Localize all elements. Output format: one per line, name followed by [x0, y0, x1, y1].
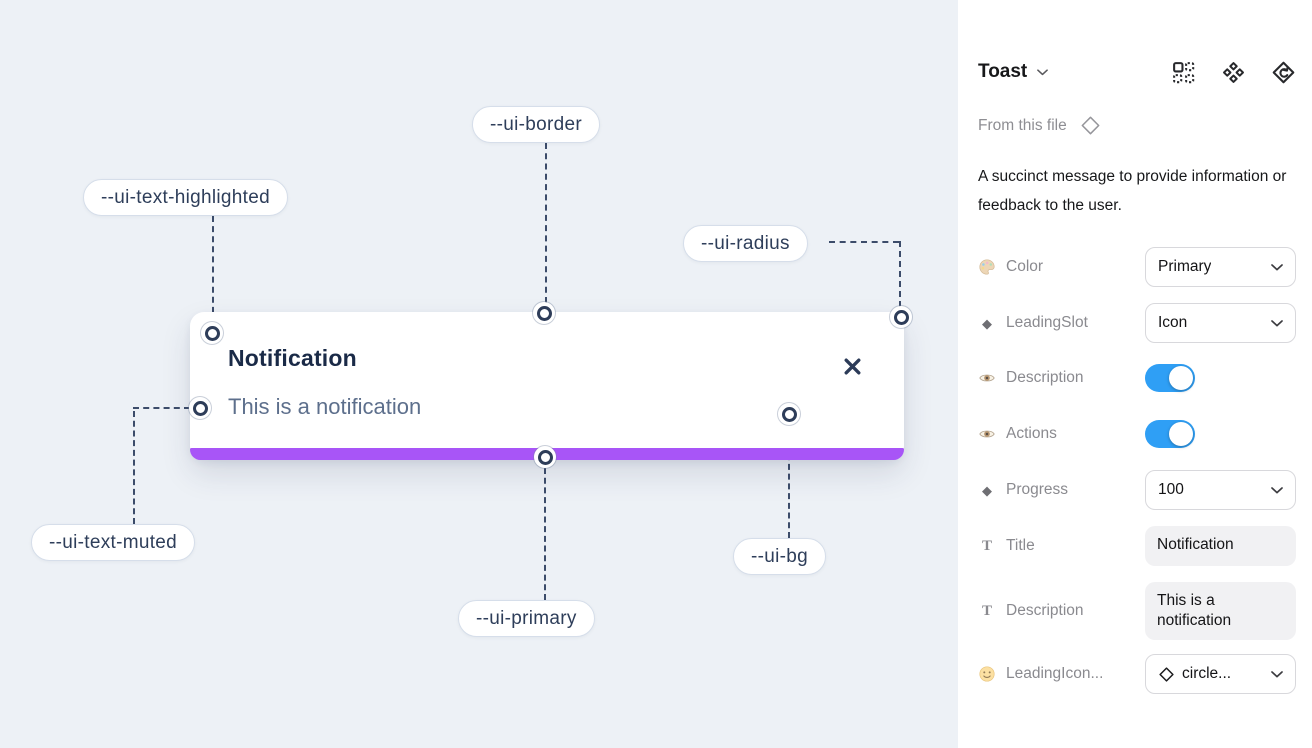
toast-component-preview[interactable]: Notification This is a notification: [190, 312, 904, 460]
property-row-description-toggle: Description: [978, 358, 1296, 398]
progress-select[interactable]: 100: [1145, 470, 1296, 510]
connector-ui-primary: [544, 468, 546, 600]
description-toggle[interactable]: [1145, 364, 1195, 392]
leadingicon-value: circle...: [1182, 665, 1232, 682]
label-ui-radius[interactable]: --ui-radius: [683, 225, 808, 262]
label-ui-primary[interactable]: --ui-primary: [458, 600, 595, 637]
diamond-outline-icon: [1159, 666, 1174, 682]
component-name: Toast: [978, 61, 1028, 82]
leadingslot-select[interactable]: Icon: [1145, 303, 1296, 343]
label-ui-bg[interactable]: --ui-bg: [733, 538, 827, 575]
property-label: Actions: [1006, 425, 1057, 442]
anchor-ui-text-highlighted[interactable]: [201, 322, 223, 344]
text-icon: T: [981, 602, 992, 619]
connector-ui-text-muted: [133, 411, 135, 524]
leadingslot-value: Icon: [1158, 314, 1188, 331]
design-canvas[interactable]: Notification This is a notification --ui…: [0, 0, 958, 748]
property-label: Description: [1006, 369, 1084, 386]
property-row-leadingslot: ◆ LeadingSlot Icon: [978, 303, 1296, 343]
component-selector[interactable]: Toast: [978, 61, 1049, 83]
label-ui-text-highlighted[interactable]: --ui-text-highlighted: [83, 179, 288, 216]
property-row-color: Color Primary: [978, 247, 1296, 287]
property-row-actions-toggle: Actions: [978, 414, 1296, 454]
property-label: LeadingIcon...: [1006, 665, 1104, 682]
close-icon[interactable]: [838, 352, 866, 380]
property-row-progress: ◆ Progress 100: [978, 470, 1296, 510]
chevron-down-icon: [1271, 319, 1283, 327]
text-icon: T: [981, 537, 992, 554]
property-label: Progress: [1006, 481, 1069, 498]
toast-title: Notification: [228, 345, 357, 371]
anchor-ui-border[interactable]: [533, 302, 555, 324]
grid-instance-icon[interactable]: [1171, 60, 1196, 85]
label-ui-text-muted[interactable]: --ui-text-muted: [31, 524, 196, 561]
anchor-ui-bg[interactable]: [778, 403, 800, 425]
palette-icon: [978, 258, 996, 276]
smiley-icon: [978, 665, 996, 683]
diamond-icon: ◆: [982, 315, 992, 331]
property-row-leadingicon: LeadingIcon... circle...: [978, 654, 1296, 694]
connector-ui-text-highlighted: [212, 216, 214, 323]
connector-ui-border: [545, 143, 547, 303]
property-label: Title: [1006, 537, 1035, 554]
property-row-title: T Title Notification: [978, 526, 1296, 566]
connector-ui-bg: [788, 425, 790, 538]
anchor-ui-radius[interactable]: [890, 306, 912, 328]
source-info: From this file: [978, 114, 1102, 137]
properties-panel: Toast: [958, 0, 1312, 748]
toggle-knob: [1169, 422, 1193, 446]
components-icon[interactable]: [1221, 60, 1246, 85]
eye-icon: [978, 369, 996, 387]
color-value: Primary: [1158, 258, 1212, 275]
label-ui-border[interactable]: --ui-border: [472, 106, 600, 143]
property-row-description-text: T Description This is a notification: [978, 582, 1296, 640]
component-description: A succinct message to provide informatio…: [978, 168, 1287, 214]
title-field[interactable]: Notification: [1145, 526, 1296, 566]
description-field[interactable]: This is a notification: [1145, 582, 1296, 640]
chevron-down-icon: [1271, 486, 1283, 494]
chevron-down-icon: [1037, 68, 1049, 75]
anchor-ui-text-muted[interactable]: [189, 397, 211, 419]
property-label: LeadingSlot: [1006, 314, 1088, 331]
connector-ui-radius: [829, 241, 899, 243]
chevron-down-icon: [1271, 670, 1283, 678]
leadingicon-select[interactable]: circle...: [1145, 654, 1296, 694]
source-label: From this file: [978, 116, 1067, 134]
progress-value: 100: [1158, 481, 1184, 498]
diamond-arrow-icon[interactable]: [1271, 60, 1296, 85]
color-select[interactable]: Primary: [1145, 247, 1296, 287]
toggle-knob: [1169, 366, 1193, 390]
panel-header: Toast: [978, 56, 1296, 88]
diamond-icon: ◆: [982, 482, 992, 498]
actions-toggle[interactable]: [1145, 420, 1195, 448]
property-label: Description: [1006, 602, 1084, 619]
connector-ui-text-muted: [133, 407, 190, 409]
toast-description: This is a notification: [228, 394, 422, 419]
diamond-outline-icon: [1081, 116, 1100, 135]
anchor-ui-primary[interactable]: [534, 446, 556, 468]
eye-icon: [978, 425, 996, 443]
chevron-down-icon: [1271, 263, 1283, 271]
connector-ui-radius: [899, 241, 901, 307]
property-label: Color: [1006, 258, 1044, 275]
